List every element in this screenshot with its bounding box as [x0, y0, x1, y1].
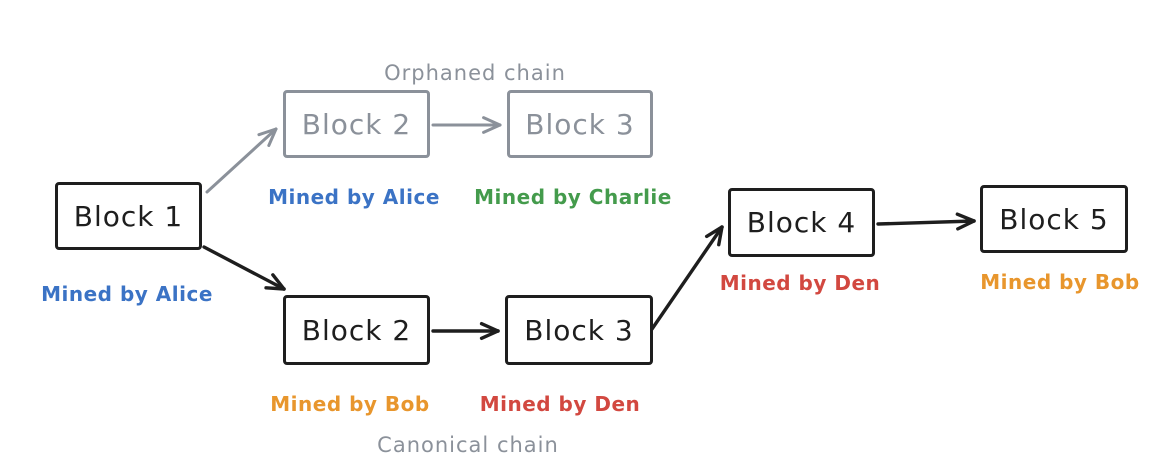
- block-node-block-3: Block 3: [505, 295, 653, 365]
- miner-label-block-2-orphaned: Mined by Alice: [268, 185, 440, 209]
- block-node-block-5: Block 5: [980, 185, 1128, 253]
- block-node-block-1: Block 1: [55, 182, 202, 250]
- arrow-block-1-to-block-2-orphaned: [205, 127, 278, 194]
- block-label: Block 2: [301, 313, 412, 347]
- miner-label-block-3-orphaned: Mined by Charlie: [474, 185, 672, 209]
- block-label: Block 3: [525, 107, 635, 141]
- chain-label-canonical: Canonical chain: [377, 433, 559, 457]
- arrow-block-4-to-block-5: [876, 212, 976, 231]
- block-label: Block 4: [746, 206, 857, 239]
- block-node-block-3-orphaned: Block 3: [507, 90, 653, 158]
- miner-label-block-1: Mined by Alice: [41, 282, 213, 306]
- miner-label-block-4: Mined by Den: [719, 271, 881, 295]
- arrow-block-3-to-block-4: [650, 225, 724, 331]
- miner-label-block-3: Mined by Den: [479, 392, 641, 416]
- block-label: Block 2: [301, 107, 412, 141]
- chain-label-orphaned: Orphaned chain: [384, 61, 566, 85]
- miner-label-block-5: Mined by Bob: [980, 270, 1140, 294]
- block-node-block-2-orphaned: Block 2: [283, 90, 430, 158]
- arrow-block-2-orphaned-to-block-3-orphaned: [431, 116, 502, 134]
- miner-label-block-2: Mined by Bob: [270, 392, 430, 416]
- block-label: Block 1: [73, 199, 184, 233]
- block-label: Block 5: [999, 202, 1109, 236]
- block-label: Block 3: [524, 313, 634, 347]
- block-node-block-4: Block 4: [728, 188, 875, 257]
- arrow-block-2-to-block-3: [431, 321, 500, 341]
- arrow-block-1-to-block-2: [202, 245, 286, 291]
- block-node-block-2: Block 2: [283, 295, 430, 365]
